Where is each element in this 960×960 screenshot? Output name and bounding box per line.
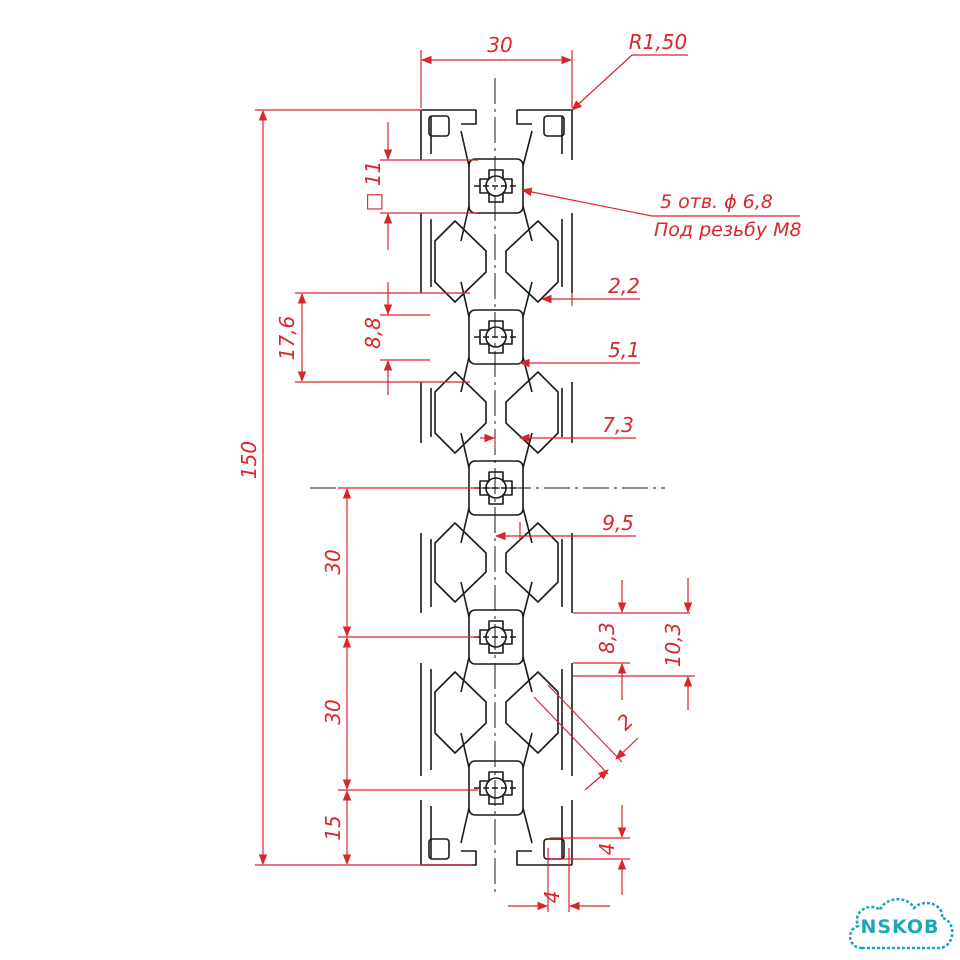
label-web-offset: 7,3 [602,413,634,437]
label-overall-width: 30 [487,33,512,57]
label-slot-opening: 8,8 [361,317,385,349]
holes-note-line1: 5 отв. ϕ 6,8 [660,191,773,213]
label-overall-height: 150 [237,441,261,479]
brand-logo: NSKOB [849,898,954,950]
diagonal-web [460,281,470,318]
dim-wall-line-b [584,769,609,791]
label-pitch-lower: 30 [321,699,345,724]
label-inner-depth: 8,3 [595,622,619,654]
diagonal-web [522,581,533,618]
diagonal-web [522,281,533,318]
core-boss [468,158,524,214]
label-corner-radius: R1,50 [629,30,687,54]
diagonal-web [460,656,470,693]
internal-cavity-right [505,671,559,754]
internal-cavity-left [434,522,487,603]
diagonal-web [522,807,533,844]
dim-wall-line-a [615,737,639,760]
label-wall-thickness: 2 [612,709,638,735]
dim-wall-ext-b [533,696,609,775]
diagonal-web [460,807,470,844]
corner-square-hole [428,115,450,137]
label-edge-distance: 15 [321,815,345,840]
core-boss [468,309,524,365]
profile-top-left-edge [421,109,477,125]
diagonal-web [522,656,533,693]
internal-cavity-left [434,671,487,754]
diagonal-web [460,130,470,167]
internal-cavity-right [505,371,559,454]
diagonal-web [522,205,533,242]
diagonal-web [522,732,533,769]
internal-cavity-right [505,522,559,603]
core-boss [468,760,524,816]
label-lip-thickness: 2,2 [608,274,640,298]
profile-bottom-right-edge [516,850,572,866]
label-corner-hole-width: 4 [540,891,564,904]
diagonal-web [460,356,470,393]
diagonal-web [460,507,470,544]
holes-note-line2: Под резьбу М8 [654,219,802,241]
diagonal-web [460,432,470,469]
label-slot-depth: 5,1 [608,338,640,362]
aluminium-profile [420,109,573,866]
diagonal-web [460,581,470,618]
diagonal-web [460,205,470,242]
logo-text: NSKOB [860,916,939,938]
internal-cavity-right [505,220,559,303]
label-corner-hole-height: 4 [595,843,619,856]
internal-cavity-left [434,220,487,303]
corner-square-hole [543,838,565,860]
corner-square-hole [428,838,450,860]
dimension-lines [255,50,800,912]
dim-wall-ext-a [547,684,623,763]
diagonal-web [460,732,470,769]
logo-cloud-shape [849,898,954,950]
label-pitch-upper: 30 [321,549,345,574]
label-core-half: 9,5 [602,511,634,535]
diagonal-web [522,432,533,469]
label-square-core: □ 11 [361,161,385,212]
label-outer-depth: 10,3 [661,623,685,668]
profile-top-right-edge [516,109,572,125]
corner-square-hole [543,115,565,137]
label-slot-pitch: 17,6 [275,316,299,361]
dim-corner-radius-leader [571,54,688,111]
holes-note-leader [520,187,800,217]
diagonal-web [522,130,533,167]
diagonal-web [522,356,533,393]
internal-cavity-left [434,371,487,454]
diagonal-web [522,507,533,544]
dimension-labels: 30 R1,50 150 □ 11 17,6 8,8 2,2 5,1 7,3 9… [237,30,802,903]
